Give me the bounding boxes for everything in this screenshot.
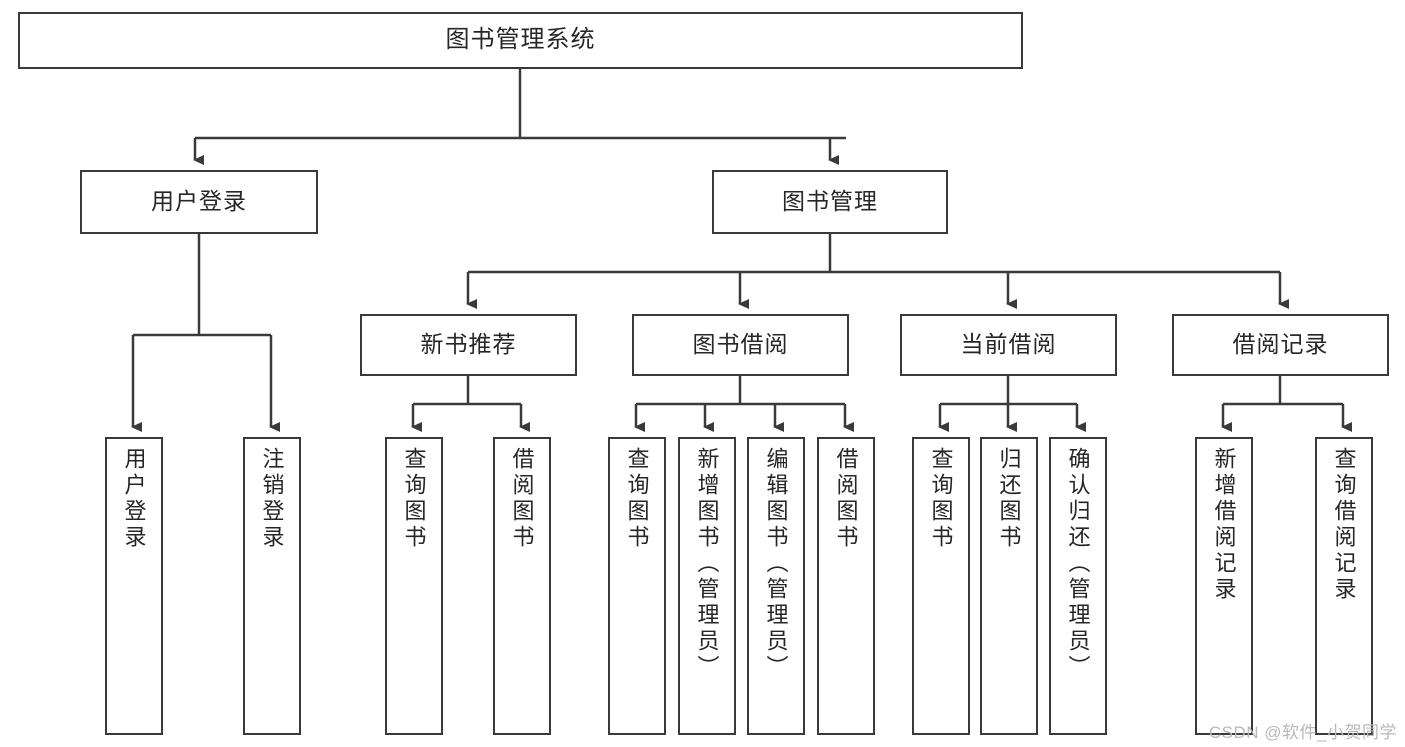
leaf-current-return-book[interactable]: 归还图书 [980, 437, 1038, 735]
leaf-label: 新增图书（管理员） [694, 447, 720, 681]
leaf-newbook-borrow-book[interactable]: 借阅图书 [493, 437, 551, 735]
node-book-borrow[interactable]: 图书借阅 [632, 314, 849, 376]
node-new-book-recommend[interactable]: 新书推荐 [360, 314, 577, 376]
leaf-borrow-add-book-admin[interactable]: 新增图书（管理员） [678, 437, 736, 735]
leaf-borrow-borrow-book[interactable]: 借阅图书 [817, 437, 875, 735]
leaf-current-confirm-return-admin[interactable]: 确认归还（管理员） [1049, 437, 1107, 735]
leaf-label: 归还图书 [996, 447, 1022, 551]
node-borrow-records[interactable]: 借阅记录 [1172, 314, 1389, 376]
leaf-label: 编辑图书（管理员） [763, 447, 789, 681]
leaf-label: 确认归还（管理员） [1065, 447, 1091, 681]
leaf-records-query-record[interactable]: 查询借阅记录 [1315, 437, 1373, 735]
node-current-borrow[interactable]: 当前借阅 [900, 314, 1117, 376]
leaf-records-add-record[interactable]: 新增借阅记录 [1195, 437, 1253, 735]
leaf-label: 查询图书 [624, 447, 650, 551]
node-root-system[interactable]: 图书管理系统 [18, 12, 1023, 69]
leaf-label: 新增借阅记录 [1211, 447, 1237, 603]
leaf-label: 查询图书 [401, 447, 427, 551]
leaf-label: 注销登录 [259, 447, 285, 551]
leaf-newbook-query-book[interactable]: 查询图书 [385, 437, 443, 735]
node-user-login[interactable]: 用户登录 [80, 170, 318, 234]
leaf-label: 查询图书 [928, 447, 954, 551]
leaf-current-query-book[interactable]: 查询图书 [912, 437, 970, 735]
leaf-borrow-edit-book-admin[interactable]: 编辑图书（管理员） [747, 437, 805, 735]
csdn-watermark: CSDN @软件_小贺同学 [1208, 723, 1397, 742]
leaf-label: 借阅图书 [509, 447, 535, 551]
leaf-user-login[interactable]: 用户登录 [105, 437, 163, 735]
node-book-management[interactable]: 图书管理 [712, 170, 948, 234]
leaf-label: 用户登录 [121, 447, 147, 551]
leaf-label: 查询借阅记录 [1331, 447, 1357, 603]
leaf-logout[interactable]: 注销登录 [243, 437, 301, 735]
leaf-borrow-query-book[interactable]: 查询图书 [608, 437, 666, 735]
leaf-label: 借阅图书 [833, 447, 859, 551]
